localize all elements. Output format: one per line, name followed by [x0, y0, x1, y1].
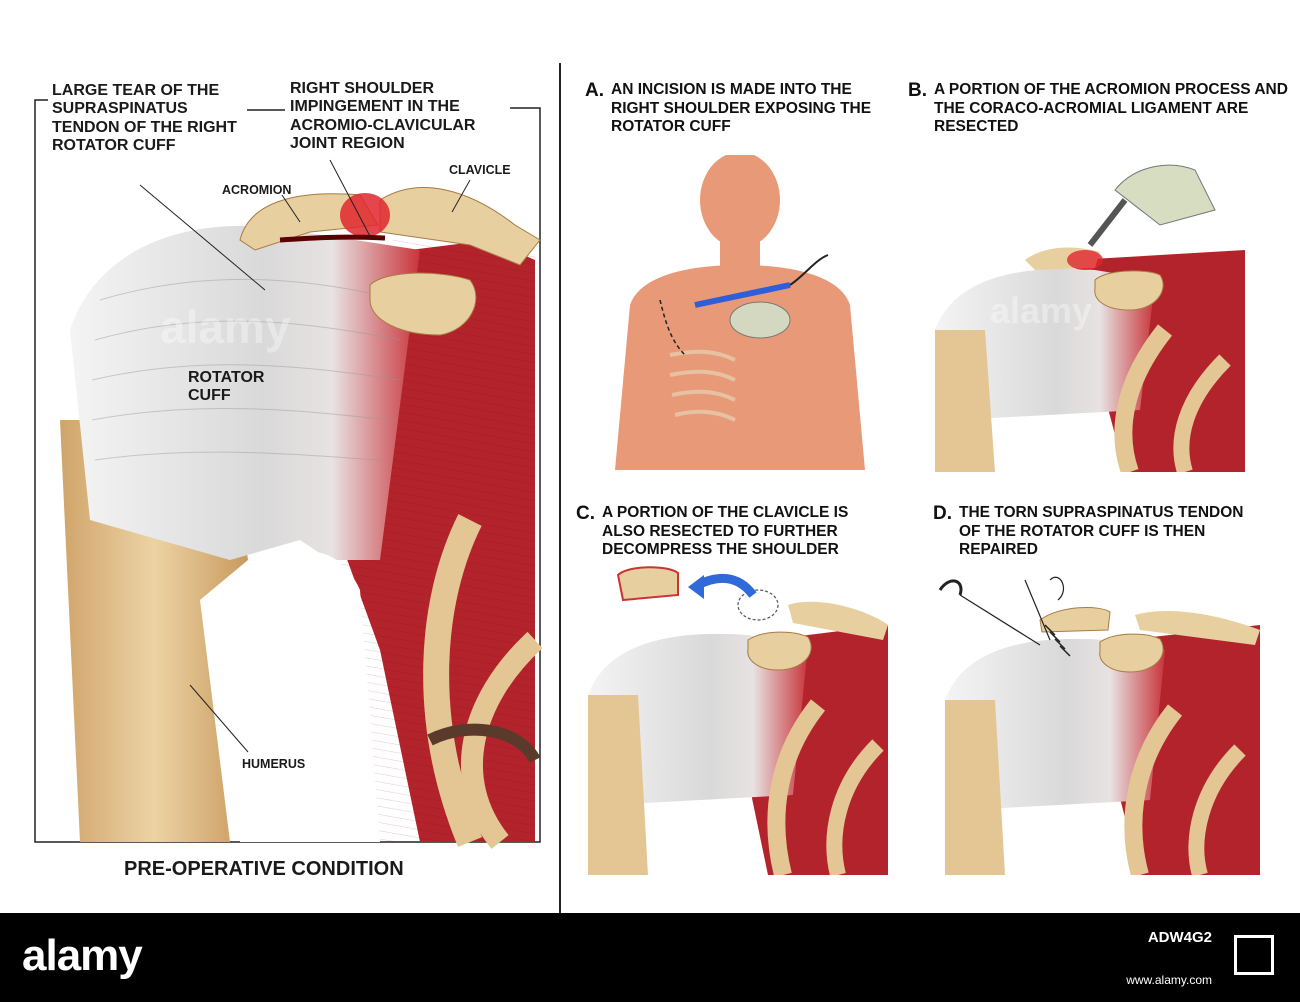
step-a-caption: A. AN INCISION IS MADE INTO THE RIGHT SH…	[585, 80, 915, 140]
step-b-letter: B.	[908, 80, 927, 101]
step-d-letter: D.	[933, 503, 952, 524]
step-d-text: THE TORN SUPRASPINATUS TENDON OF THE ROT…	[959, 504, 1244, 559]
footer-image-id: ADW4G2	[1147, 929, 1212, 946]
label-supraspinatus-tear: LARGE TEAR OF THE SUPRASPINATUS TENDON O…	[52, 82, 237, 155]
step-d-tendon-repair-illustration	[938, 576, 1260, 875]
footer-brand-logo: alamy	[22, 931, 143, 980]
label-humerus: HUMERUS	[242, 757, 306, 771]
panel-title-pre-operative: PRE-OPERATIVE CONDITION	[124, 858, 404, 880]
label-rotator-cuff: ROTATOR CUFF	[188, 369, 265, 405]
step-c-text: A PORTION OF THE CLAVICLE IS ALSO RESECT…	[602, 504, 849, 559]
step-c-caption: C. A PORTION OF THE CLAVICLE IS ALSO RES…	[576, 503, 906, 563]
footer-logo-box-icon	[1234, 935, 1274, 975]
footer-bar: alamy ADW4G2 www.alamy.com	[0, 913, 1300, 1002]
panel-divider	[559, 63, 561, 913]
step-c-clavicle-resection-illustration	[588, 566, 888, 875]
label-shoulder-impingement: RIGHT SHOULDER IMPINGEMENT IN THE ACROMI…	[290, 80, 476, 153]
label-clavicle: CLAVICLE	[449, 163, 511, 177]
step-c-letter: C.	[576, 503, 595, 524]
step-a-incision-illustration	[615, 155, 865, 470]
pre-operative-panel: LARGE TEAR OF THE SUPRASPINATUS TENDON O…	[0, 0, 560, 912]
label-acromion: ACROMION	[222, 183, 292, 197]
step-a-letter: A.	[585, 80, 604, 101]
step-b-acromion-resection-illustration	[935, 164, 1245, 472]
step-a-text: AN INCISION IS MADE INTO THE RIGHT SHOUL…	[611, 81, 872, 136]
step-b-caption: B. A PORTION OF THE ACROMION PROCESS AND…	[908, 80, 1298, 140]
step-d-caption: D. THE TORN SUPRASPINATUS TENDON OF THE …	[933, 503, 1273, 563]
pre-operative-shoulder-illustration	[34, 99, 543, 849]
footer-url: www.alamy.com	[1126, 973, 1212, 987]
step-b-text: A PORTION OF THE ACROMION PROCESS AND TH…	[934, 81, 1288, 136]
